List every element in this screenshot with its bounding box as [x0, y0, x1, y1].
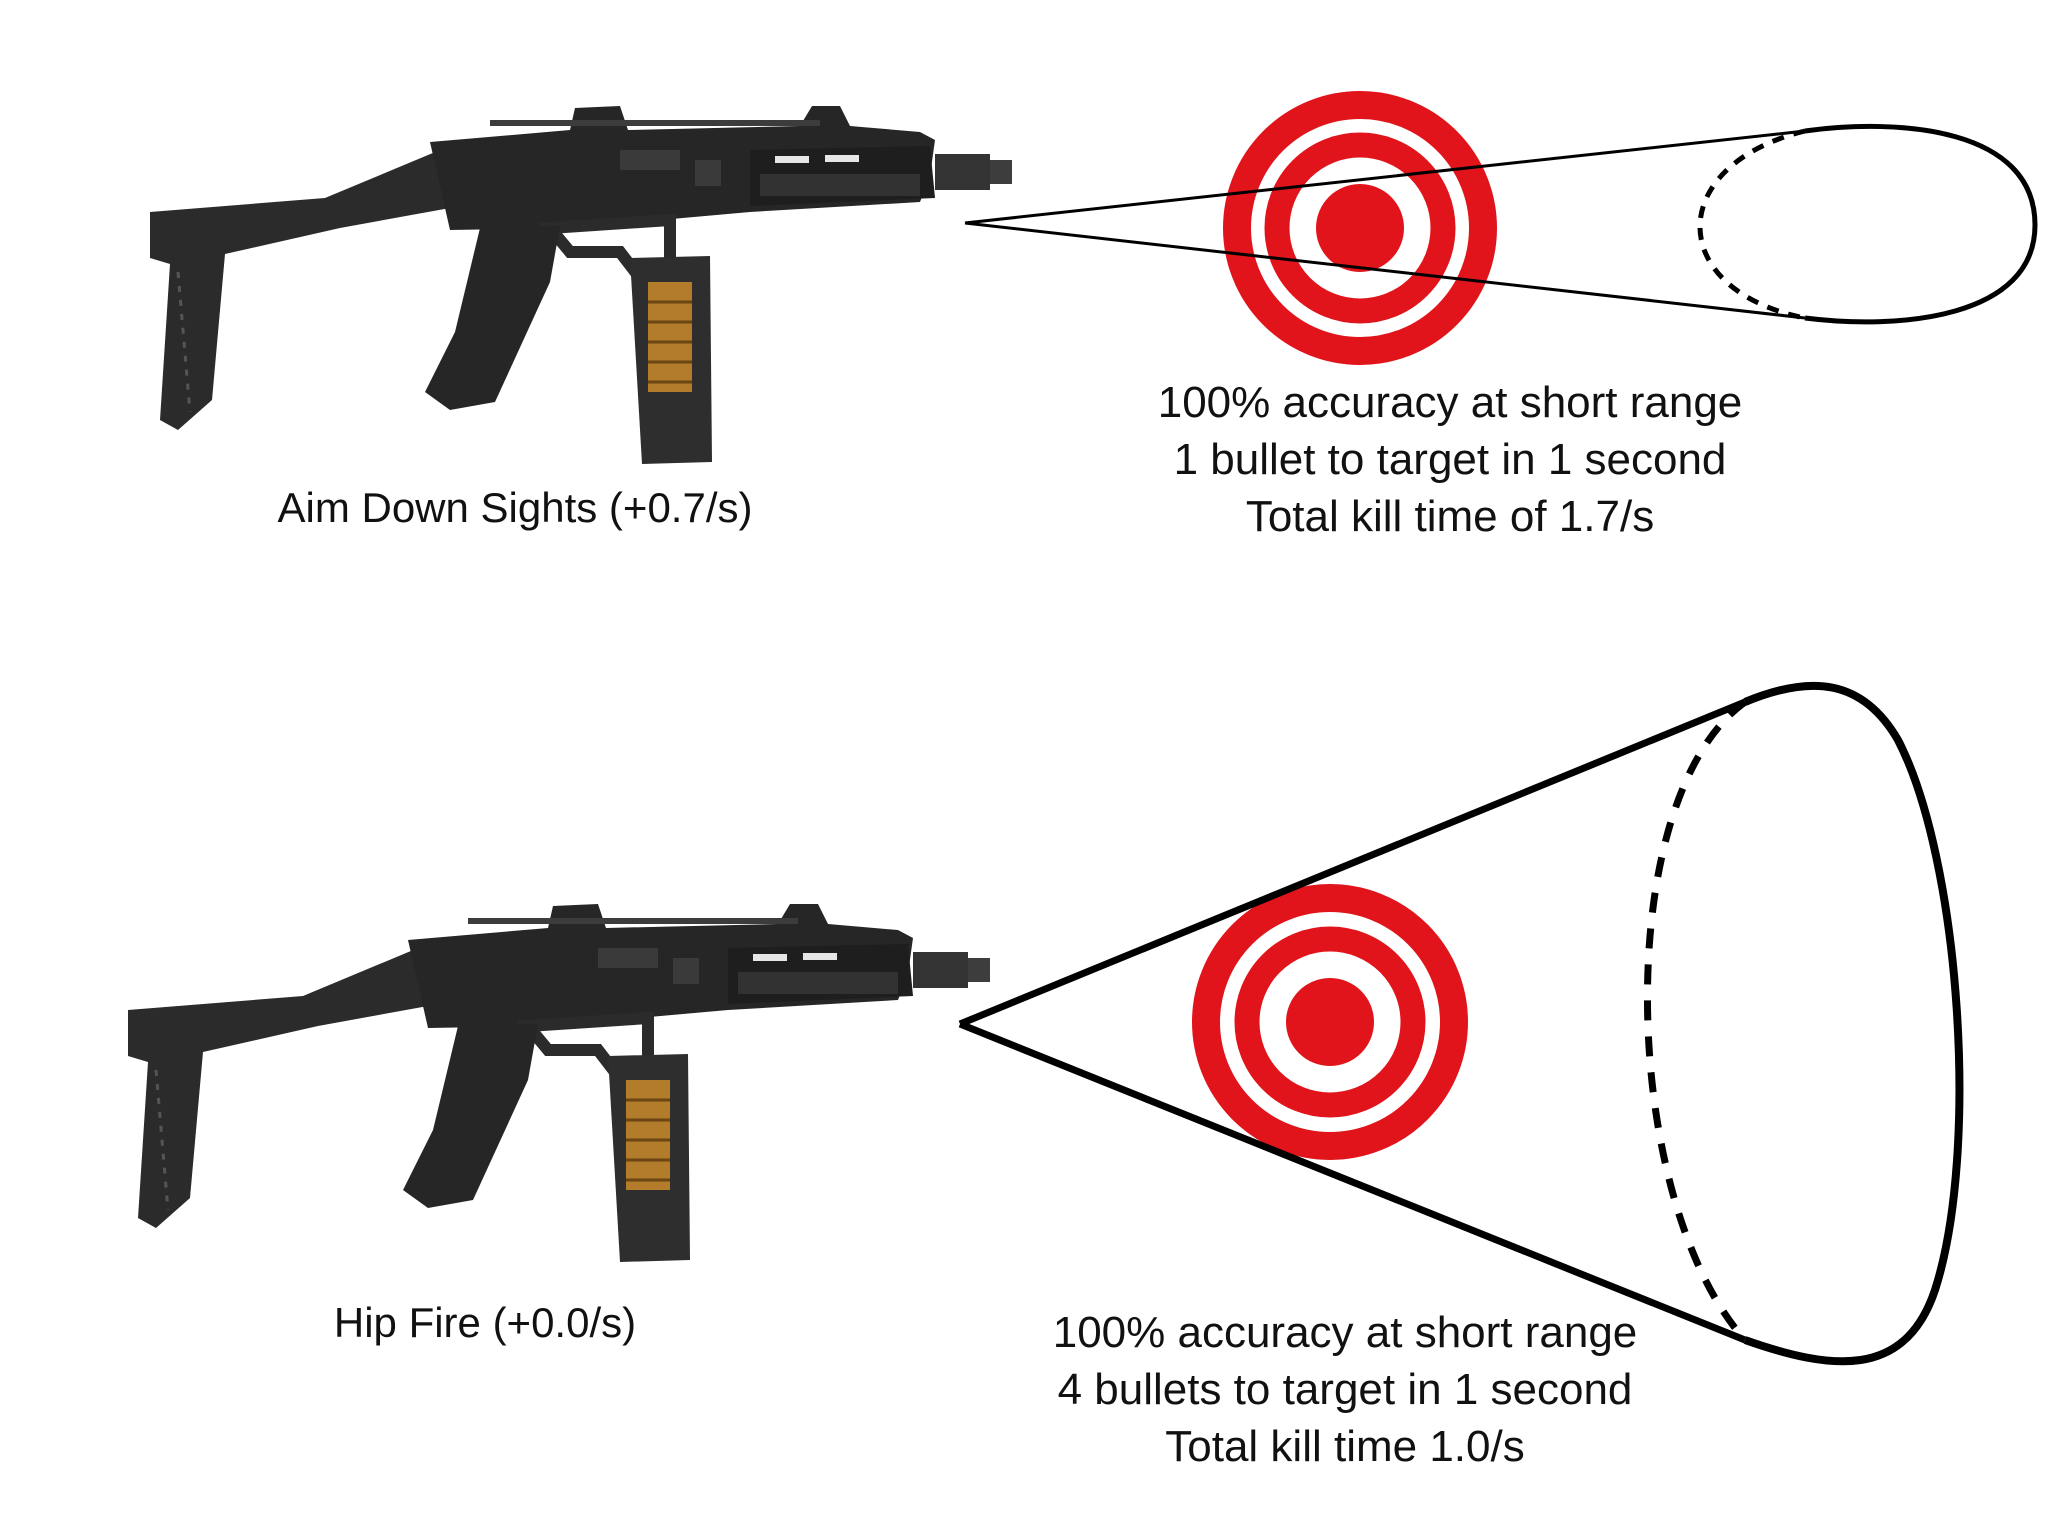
ads-mode-label: Aim Down Sights (+0.7/s)	[277, 484, 753, 531]
hip-weapon-icon	[128, 904, 990, 1262]
hip-accuracy-cone	[958, 681, 1964, 1366]
ads-accuracy-cone	[964, 123, 2038, 325]
hip-stats-block: 100% accuracy at short range 4 bullets t…	[975, 1304, 1715, 1475]
ads-section	[150, 91, 2038, 464]
hip-bullets-text: 4 bullets to target in 1 second	[1057, 1365, 1633, 1414]
hip-target-icon	[1192, 884, 1468, 1160]
ads-bullets-text: 1 bullet to target in 1 second	[1173, 435, 1727, 484]
hip-kill-time-text: Total kill time 1.0/s	[1165, 1422, 1525, 1471]
hip-mode-label: Hip Fire (+0.0/s)	[333, 1299, 637, 1346]
hip-accuracy-text: 100% accuracy at short range	[1052, 1308, 1638, 1357]
ads-target-icon	[1223, 91, 1497, 365]
ads-stats-block: 100% accuracy at short range 1 bullet to…	[1080, 374, 1820, 545]
ads-weapon-icon	[150, 106, 1012, 464]
ads-kill-time-text: Total kill time of 1.7/s	[1245, 492, 1655, 541]
hip-section	[128, 681, 1964, 1366]
ads-accuracy-text: 100% accuracy at short range	[1157, 378, 1743, 427]
